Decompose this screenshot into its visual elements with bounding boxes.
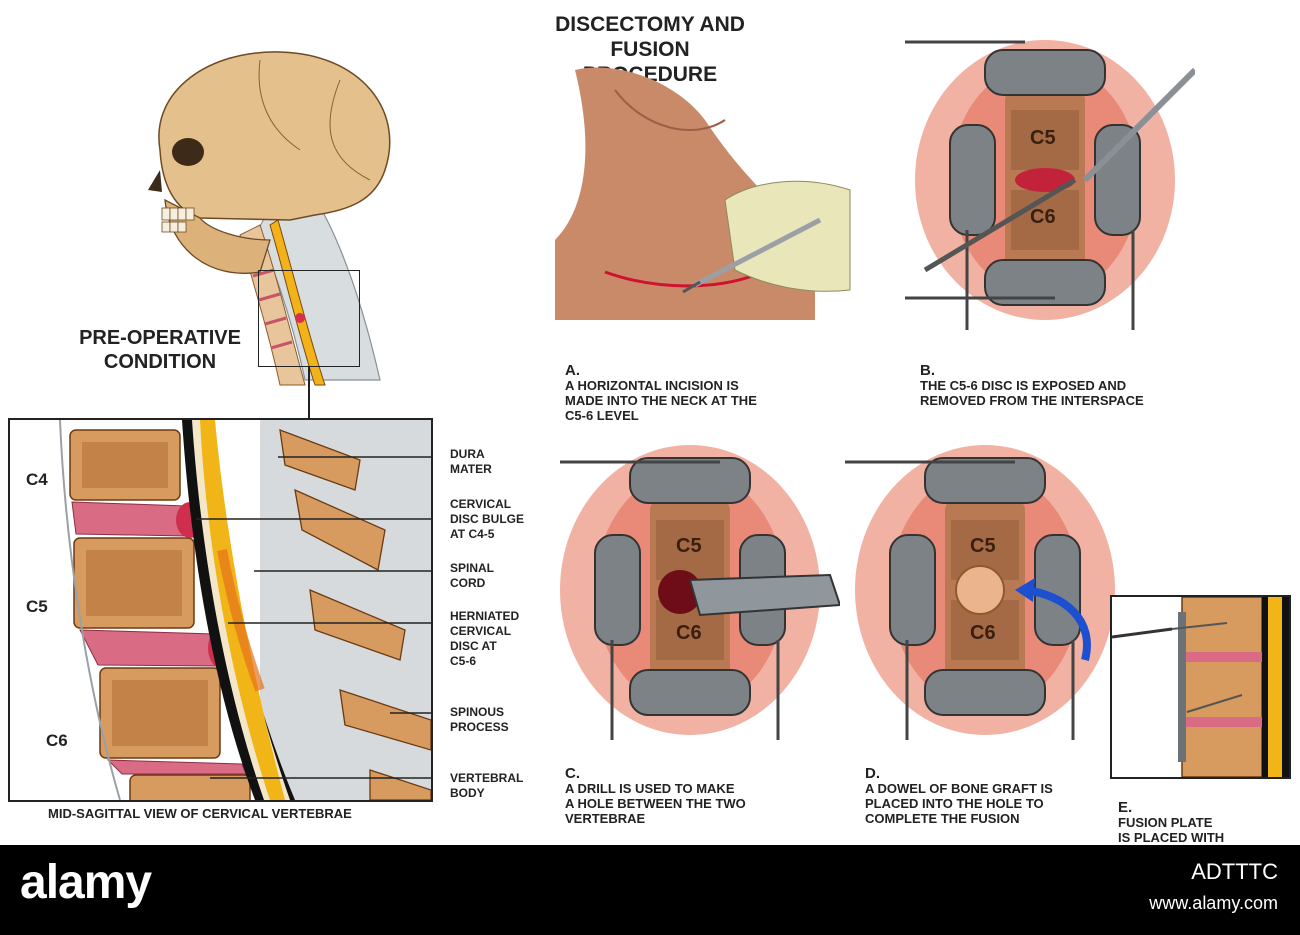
panel-b-illustration xyxy=(905,40,1195,330)
label-vertebral-body: VERTEBRAL BODY xyxy=(450,771,524,800)
caption-b-letter: B. xyxy=(920,362,935,379)
panel-c-lower-vertebra: C6 xyxy=(676,622,702,644)
caption-c-letter: C. xyxy=(565,765,580,782)
level-c4: C4 xyxy=(26,470,48,489)
panel-c-upper-vertebra: C5 xyxy=(676,535,702,557)
label-disc-bulge: CERVICAL DISC BULGE AT C4-5 xyxy=(450,497,525,541)
label-spinous-process: SPINOUS PROCESS xyxy=(450,705,509,734)
panel-b-upper-vertebra: C5 xyxy=(1030,127,1056,149)
caption-d: D. A DOWEL OF BONE GRAFT IS PLACED INTO … xyxy=(865,751,1053,826)
caption-a: A. A HORIZONTAL INCISION IS MADE INTO TH… xyxy=(565,348,757,423)
panel-c-illustration xyxy=(560,445,840,740)
level-c6: C6 xyxy=(46,731,68,750)
caption-d-letter: D. xyxy=(865,765,880,782)
title-line-1: DISCECTOMY AND FUSION xyxy=(555,13,745,61)
stock-image-id: ADTTTC xyxy=(1191,859,1278,884)
panel-d-illustration xyxy=(845,445,1115,740)
caption-d-text: A DOWEL OF BONE GRAFT IS PLACED INTO THE… xyxy=(865,781,1053,826)
panel-d-upper-vertebra: C5 xyxy=(970,535,996,557)
panel-b-lower-vertebra: C6 xyxy=(1030,206,1056,228)
preop-line-1: PRE-OPERATIVE xyxy=(79,327,241,349)
sagittal-caption: MID-SAGITTAL VIEW OF CERVICAL VERTEBRAE xyxy=(48,806,352,821)
level-c5: C5 xyxy=(26,597,48,616)
zoom-box xyxy=(258,270,360,367)
caption-e-letter: E. xyxy=(1118,799,1133,816)
label-dura-mater: DURA MATER xyxy=(450,447,492,476)
caption-b-text: THE C5-6 DISC IS EXPOSED AND REMOVED FRO… xyxy=(920,378,1144,408)
preop-line-2: CONDITION xyxy=(103,351,217,373)
caption-c: C. A DRILL IS USED TO MAKE A HOLE BETWEE… xyxy=(565,751,746,826)
panel-d-lower-vertebra: C6 xyxy=(970,622,996,644)
caption-a-letter: A. xyxy=(565,362,580,379)
caption-a-text: A HORIZONTAL INCISION IS MADE INTO THE N… xyxy=(565,378,757,423)
caption-c-text: A DRILL IS USED TO MAKE A HOLE BETWEEN T… xyxy=(565,781,746,826)
panel-e-illustration xyxy=(1112,597,1289,777)
zoom-connector xyxy=(308,366,310,420)
sagittal-view-frame xyxy=(8,418,433,802)
preop-label: PRE-OPERATIVE CONDITION xyxy=(60,326,260,374)
stock-footer-bar: alamy ADTTTC www.alamy.com xyxy=(0,845,1300,935)
sagittal-view-illustration xyxy=(59,420,431,800)
label-herniated-disc: HERNIATED CERVICAL DISC AT C5-6 xyxy=(450,609,520,668)
panel-a-illustration xyxy=(555,67,851,320)
caption-b: B. THE C5-6 DISC IS EXPOSED AND REMOVED … xyxy=(920,348,1144,408)
stock-url: www.alamy.com xyxy=(1149,893,1278,913)
label-spinal-cord: SPINAL CORD xyxy=(450,561,495,590)
watermark-logo: alamy xyxy=(20,856,152,909)
skull-illustration xyxy=(148,51,391,386)
panel-e-frame xyxy=(1110,595,1291,779)
